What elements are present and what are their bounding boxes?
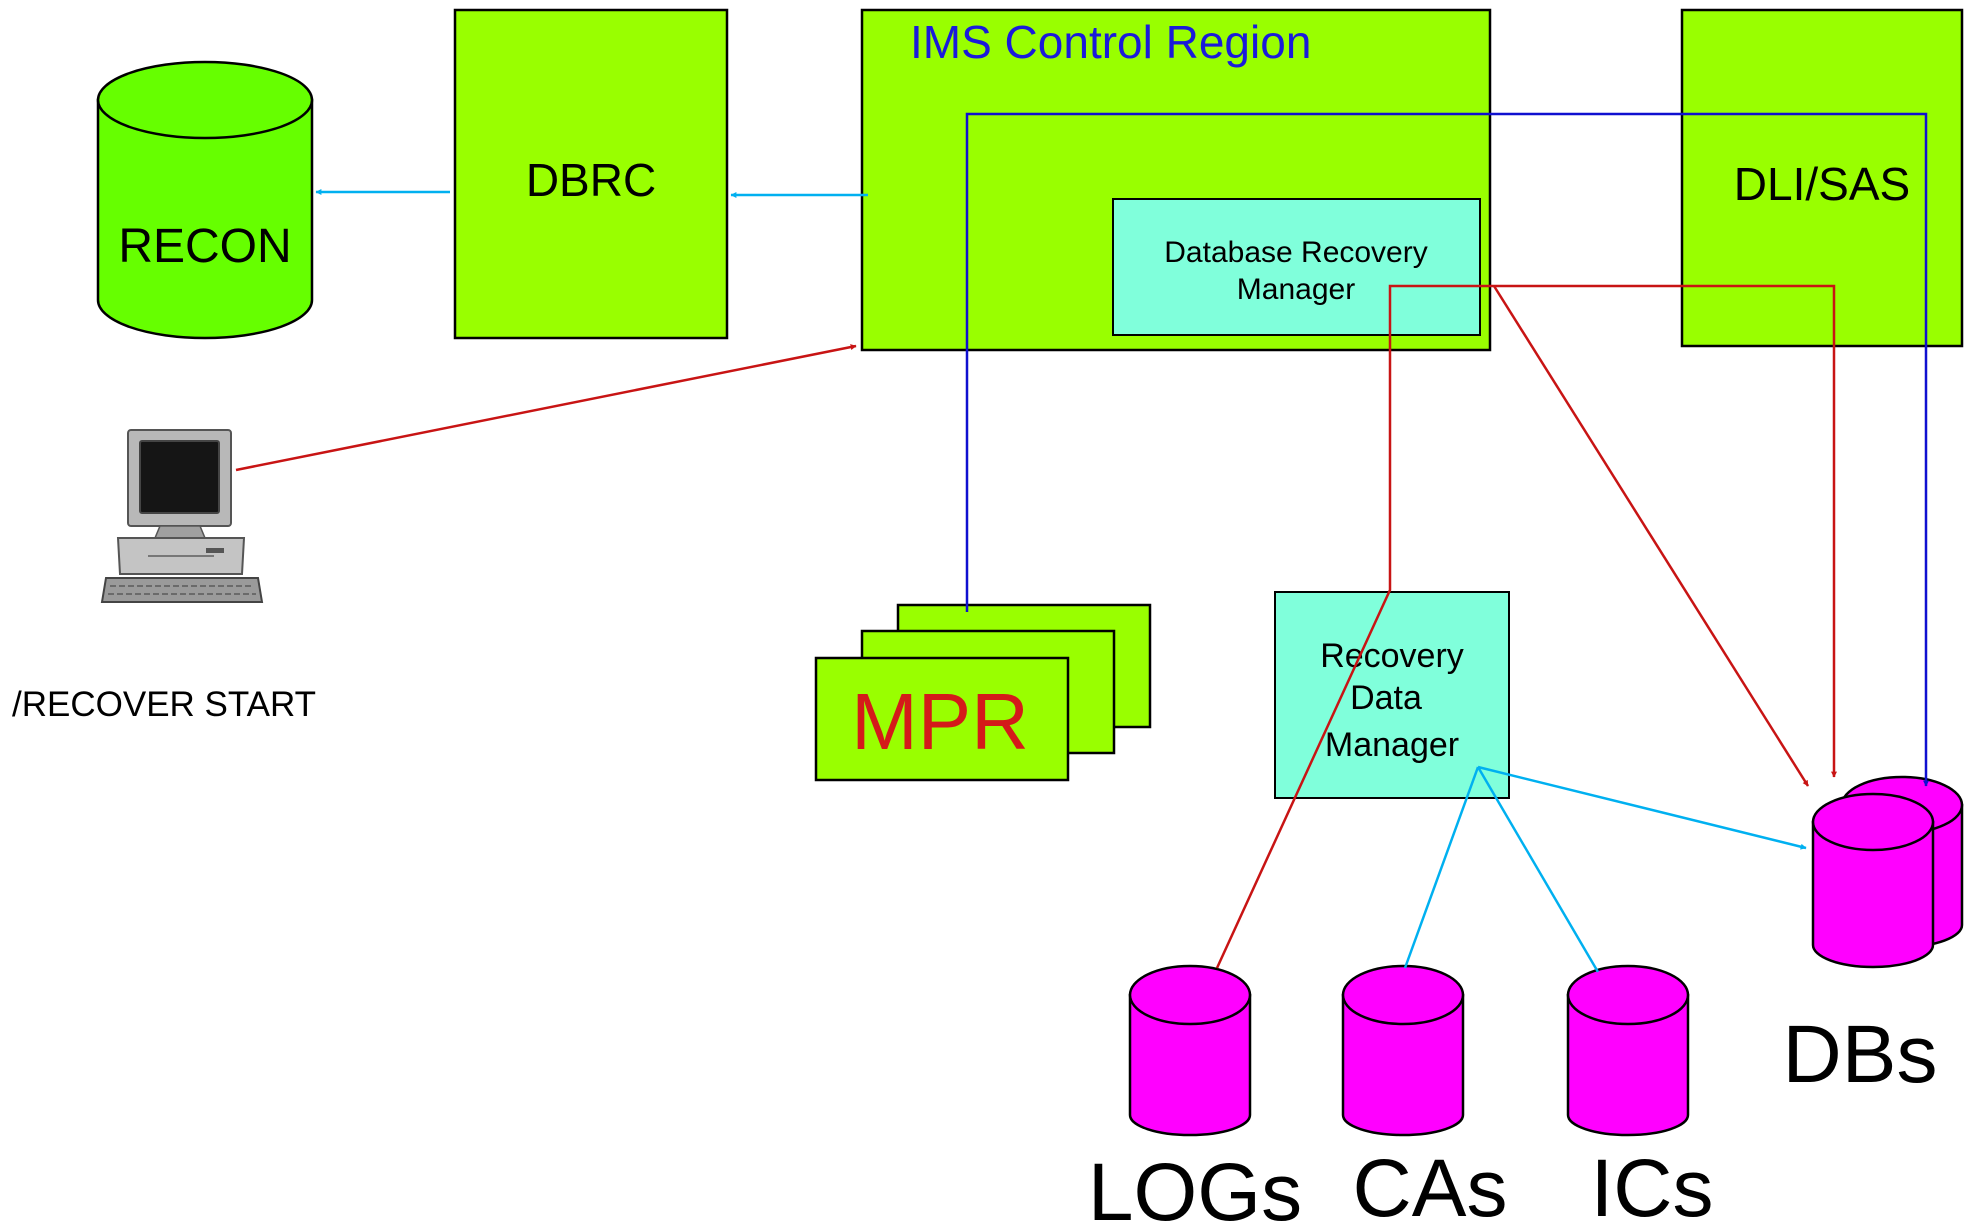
dbrm-to-dbs-connector-2: [1492, 285, 1810, 787]
recon-datastore: RECON: [96, 60, 314, 340]
dbrc-box: DBRC: [453, 8, 729, 340]
recover-start-command: /RECOVER START: [12, 685, 316, 724]
computer-terminal-icon: [100, 429, 264, 603]
cas-label: CAs: [1353, 1143, 1508, 1228]
recovery-data-manager-label-2: Data: [1350, 679, 1422, 717]
recon-label: RECON: [118, 220, 291, 273]
dbrc-label: DBRC: [526, 154, 656, 206]
dbs-label: DBs: [1783, 1009, 1938, 1100]
dbrm-to-logs-connector: [1215, 284, 1494, 969]
ics-datastore: ICs: [1566, 964, 1714, 1228]
recovery-data-manager-label-1: Recovery: [1320, 637, 1464, 675]
mpr-to-dbs-connector: [965, 112, 1929, 787]
rdm-to-cas-connector: [1403, 766, 1480, 969]
cas-datastore: CAs: [1341, 964, 1508, 1228]
terminal-to-ims-arrow: [235, 344, 857, 472]
recovery-data-manager: Recovery Data Manager: [1274, 591, 1510, 799]
dli-sas-box: DLI/SAS: [1680, 8, 1964, 348]
db-recovery-manager-label-1: Database Recovery: [1164, 236, 1427, 269]
mpr-label: MPR: [851, 677, 1029, 766]
rdm-to-ics-connector: [1476, 766, 1600, 973]
dbs-datastore: DBs: [1783, 775, 1964, 1100]
rdm-to-dbs-arrow: [1477, 765, 1807, 850]
dli-sas-label: DLI/SAS: [1734, 158, 1910, 210]
ims-control-region-title: IMS Control Region: [910, 16, 1311, 68]
logs-label: LOGs: [1088, 1147, 1302, 1228]
logs-datastore: LOGs: [1088, 964, 1302, 1228]
database-recovery-manager: Database Recovery Manager: [1112, 198, 1481, 336]
db-recovery-manager-label-2: Manager: [1237, 273, 1355, 306]
dbrm-to-dbs-connector-1: [1494, 284, 1837, 778]
recovery-data-manager-label-3: Manager: [1325, 726, 1459, 764]
mpr-stack: MPR: [814, 603, 1152, 782]
ics-label: ICs: [1591, 1143, 1714, 1228]
